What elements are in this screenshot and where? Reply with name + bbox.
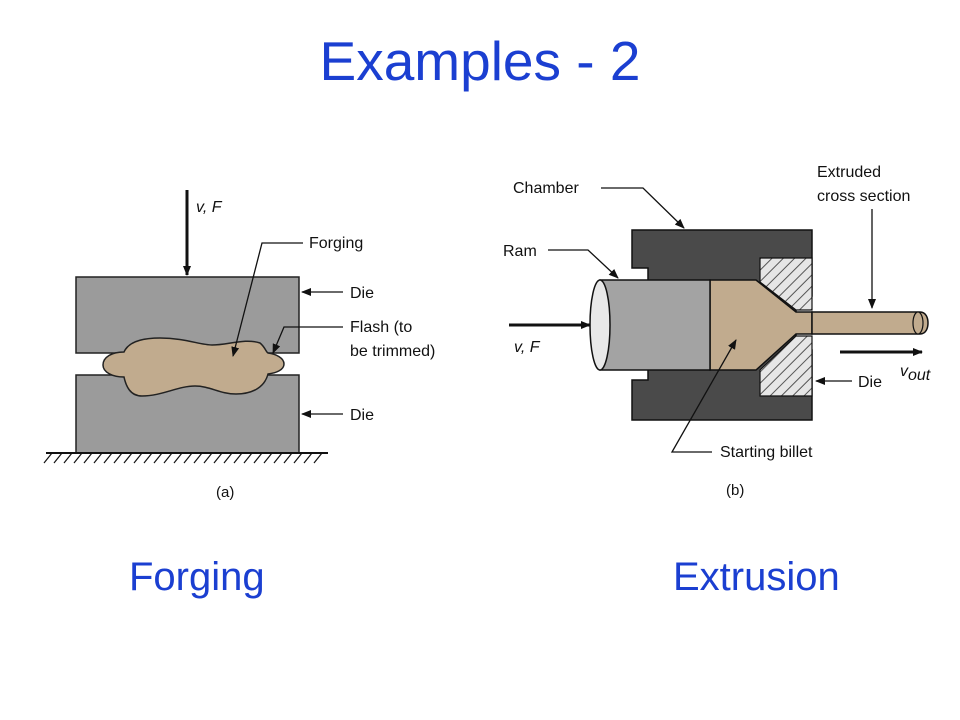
flash-leader <box>272 326 343 354</box>
ram <box>599 279 711 371</box>
forging-label: Forging <box>309 235 363 252</box>
flash-label-line1: Flash (to <box>350 319 412 336</box>
billet-label: Starting billet <box>720 444 813 461</box>
extruded-rod <box>811 311 929 335</box>
die-bottom-label: Die <box>350 407 374 424</box>
die-top-label: Die <box>350 285 374 302</box>
chamber-label: Chamber <box>513 180 579 197</box>
extruded-rod-end <box>912 311 924 335</box>
billet-leader <box>670 339 737 453</box>
extrusion-die <box>759 257 813 311</box>
forging-sublabel: (a) <box>216 484 234 501</box>
forging-caption: Forging <box>129 555 265 599</box>
extrusion-sublabel: (b) <box>726 482 744 499</box>
forging-leader <box>231 242 303 357</box>
slide-title: Examples - 2 <box>319 30 641 92</box>
ground-hatching <box>43 452 323 464</box>
forging-diagram: v, F Forging Die <box>43 190 435 501</box>
chamber-leader <box>601 187 685 229</box>
extrusion-caption: Extrusion <box>673 555 840 599</box>
extruded-label-line1: Extruded <box>817 164 881 181</box>
extrusion-die-lower <box>759 335 813 397</box>
flash-label-line2: be trimmed) <box>350 343 435 360</box>
ram-leader <box>548 249 619 279</box>
extrusion-diagram: v, F vout Chamber Extruded cross section… <box>503 164 931 499</box>
vout-label: vout <box>900 363 931 384</box>
forging-force-label: v, F <box>196 199 223 216</box>
extrusion-force-label: v, F <box>514 339 541 356</box>
ram-label: Ram <box>503 243 537 260</box>
extruded-label-line2: cross section <box>817 188 910 205</box>
extrusion-die-label: Die <box>858 374 882 391</box>
ram-end <box>589 279 611 371</box>
